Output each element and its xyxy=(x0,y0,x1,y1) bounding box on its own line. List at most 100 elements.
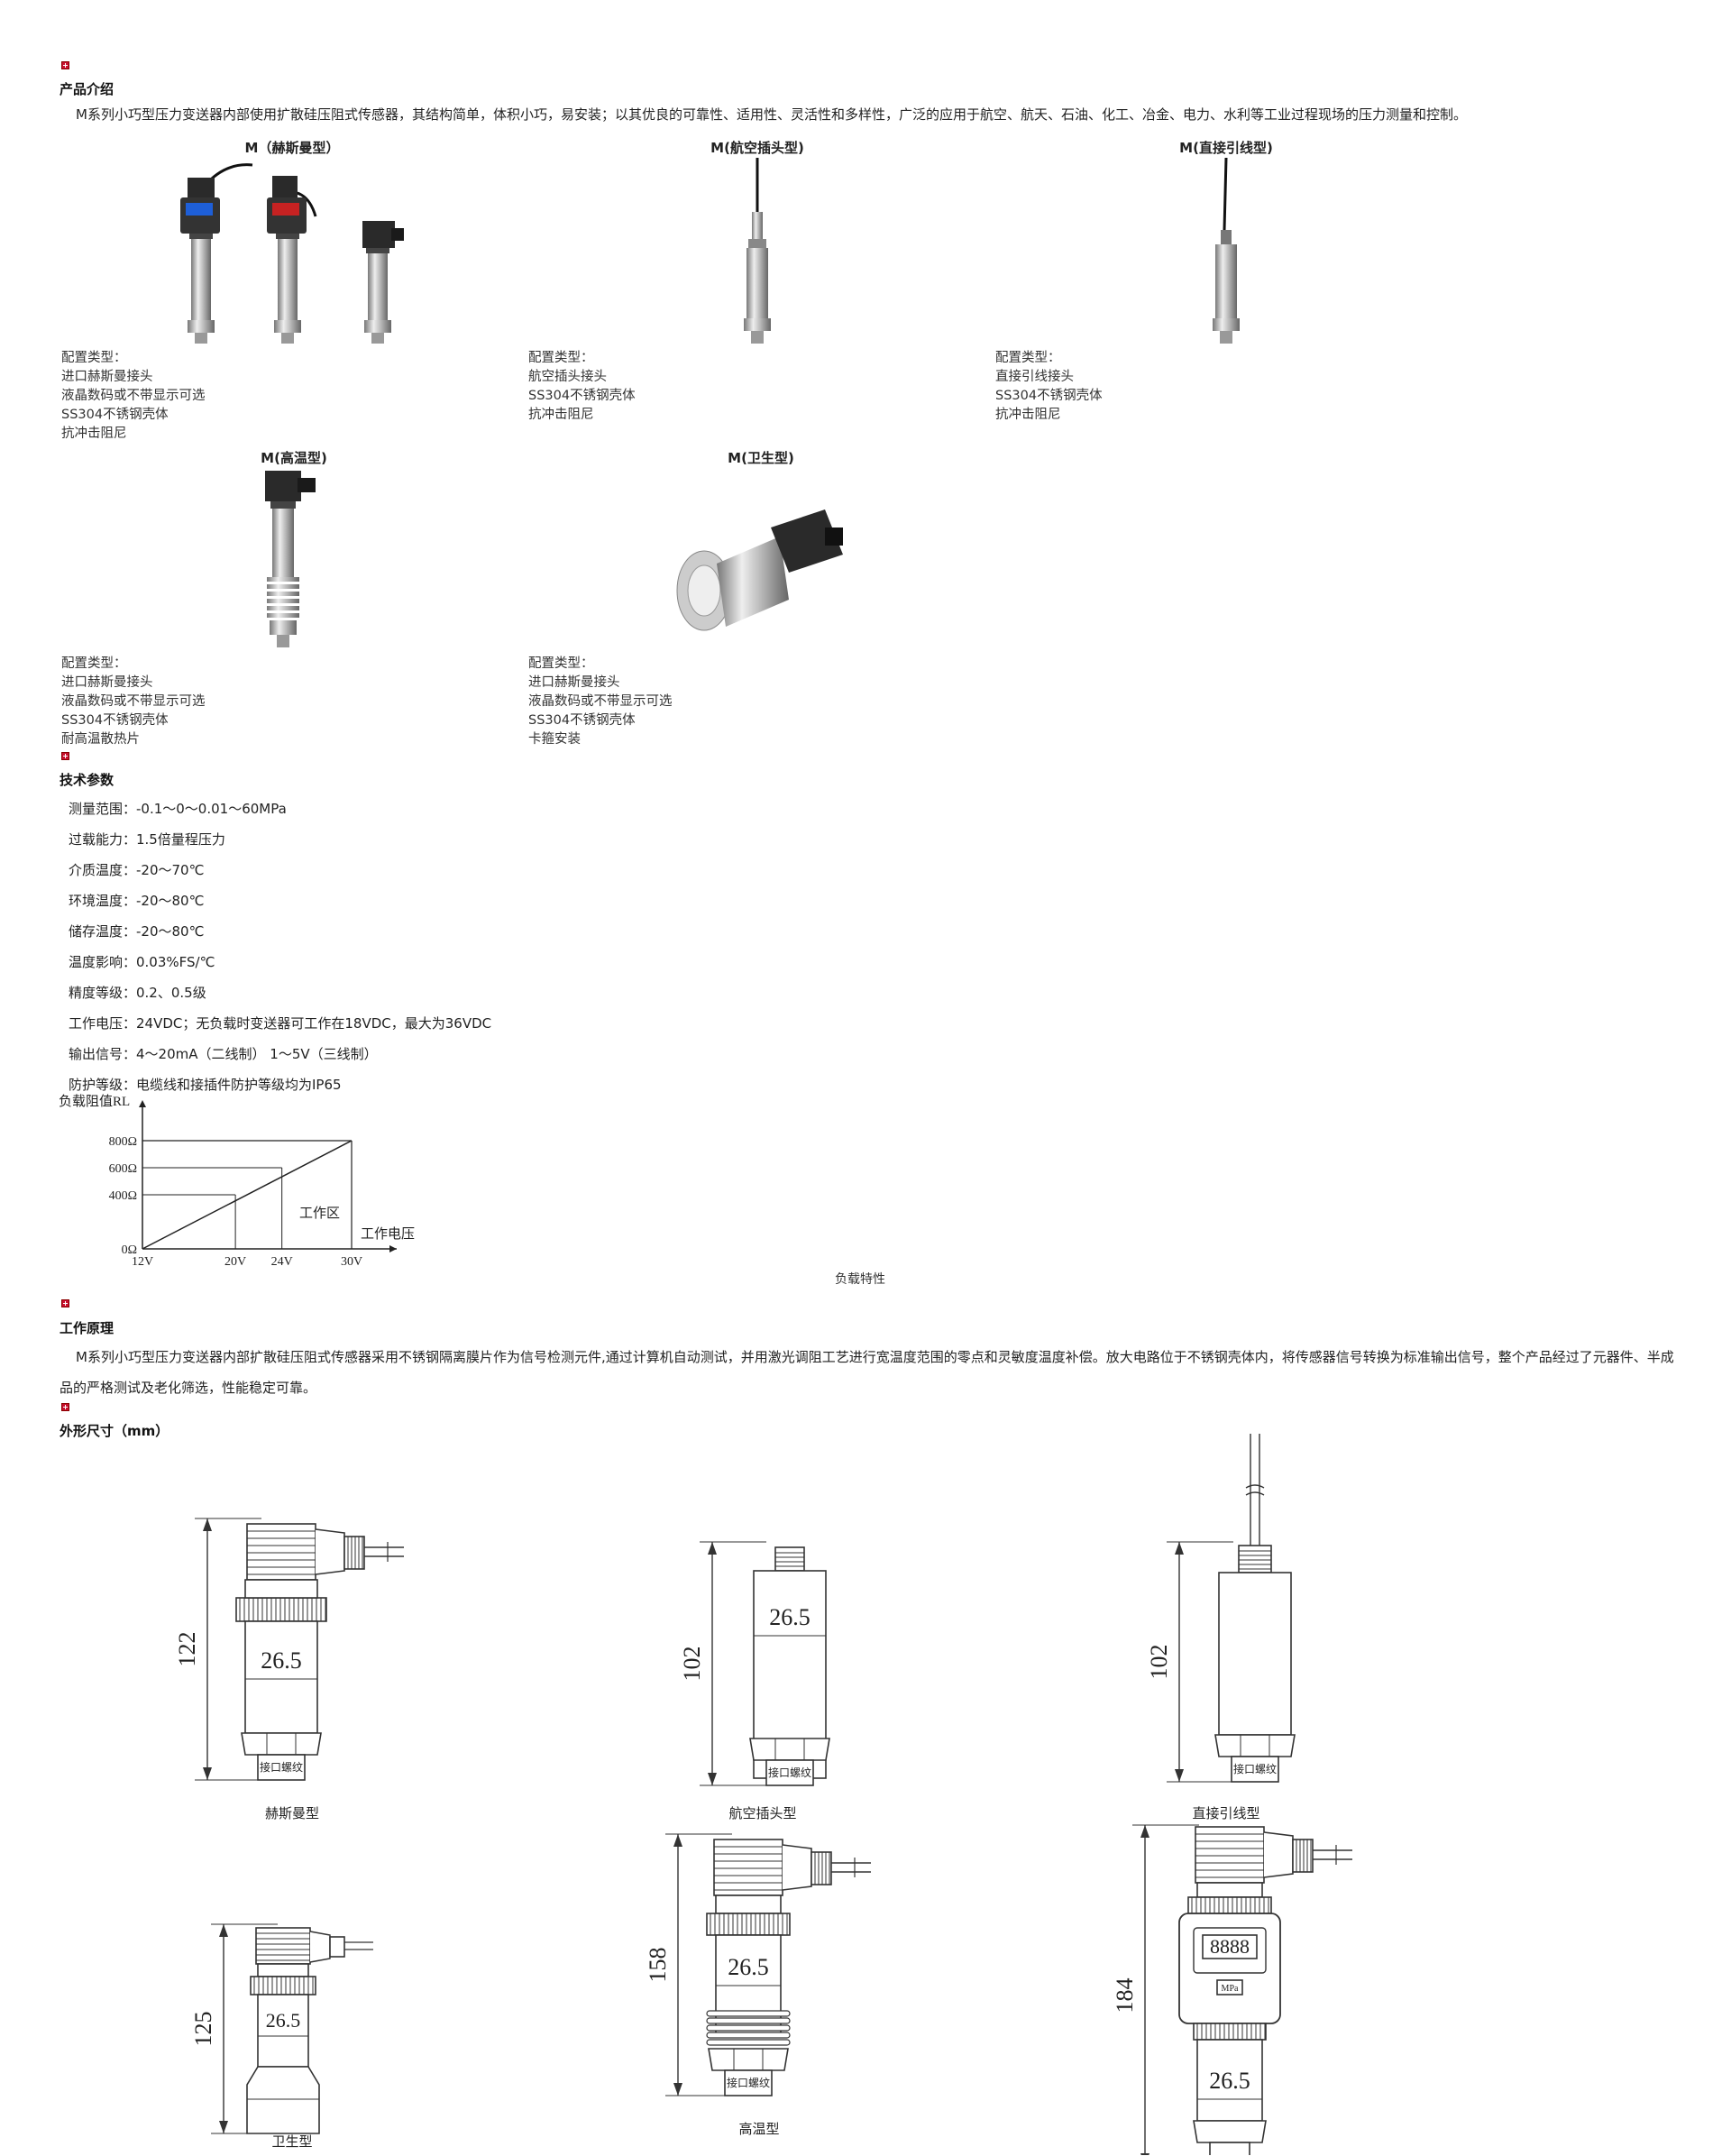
dimension-arrow xyxy=(1175,1542,1184,1555)
tech-param: 测量范围：-0.1～0～0.01～60MPa xyxy=(69,801,287,817)
section-marker-icon xyxy=(61,1403,69,1411)
chart-x-axis-label: 工作电压 xyxy=(361,1226,415,1242)
neck xyxy=(257,1963,309,1977)
thread-part xyxy=(1209,2142,1250,2155)
chart-load-line xyxy=(142,1140,353,1250)
tech-title: 技术参数 xyxy=(60,772,114,788)
product-title: M(直接引线型) xyxy=(1179,140,1273,156)
drawing-caption: 航空插头型 xyxy=(728,1806,796,1821)
tech-param: 储存温度：-20～80℃ xyxy=(69,923,205,940)
chart-region-label: 工作区 xyxy=(299,1206,340,1221)
section-marker-icon xyxy=(61,61,69,69)
thread-label: 接口螺纹 xyxy=(727,2076,770,2089)
heat-sink-fin xyxy=(706,2039,791,2046)
principle-title: 工作原理 xyxy=(60,1320,114,1336)
tech-param: 温度影响：0.03%FS/℃ xyxy=(69,954,215,970)
dimension-arrow xyxy=(1140,2153,1149,2155)
dimension-arrow xyxy=(219,1924,228,1937)
product-specs: 配置类型： 进口赫斯曼接头 液晶数码或不带显示可选 SS304不锈钢壳体 卡箍安… xyxy=(528,656,673,747)
cable-break xyxy=(1245,1484,1265,1489)
dimension-height-label: 125 xyxy=(190,2012,216,2047)
cable-gland xyxy=(329,1936,345,1958)
heat-sink-fin xyxy=(706,2032,791,2039)
product-photo-sanitary xyxy=(676,509,843,631)
heat-sink-fin xyxy=(706,2010,791,2017)
product-specs: 配置类型： 航空插头接头 SS304不锈钢壳体 抗冲击阻尼 xyxy=(528,351,636,422)
chart-caption: 负载特性 xyxy=(835,1272,885,1287)
dimension-arrow xyxy=(673,2083,682,2096)
dimension-height-label: 158 xyxy=(645,1948,671,1983)
heat-sink-fin xyxy=(706,2024,791,2032)
connector-side xyxy=(1263,1831,1294,1878)
dimension-arrow xyxy=(219,2121,228,2133)
heat-sink-fin xyxy=(706,2017,791,2024)
chart-y-tick-label: 400Ω xyxy=(109,1189,137,1203)
display-unit-label: MPa xyxy=(1222,1984,1239,1994)
main-body xyxy=(244,1620,318,1734)
clamp-flange xyxy=(246,2066,320,2134)
dimension-arrow xyxy=(708,1773,717,1785)
drawing-caption: 直接引线型 xyxy=(1192,1806,1259,1821)
dimension-diameter-label: 26.5 xyxy=(261,1647,302,1674)
section-marker-icon xyxy=(61,1299,69,1307)
neck xyxy=(1196,1882,1263,1898)
chart-x-tick-label: 30V xyxy=(341,1255,362,1269)
section-marker-icon xyxy=(61,752,69,760)
hex-nut xyxy=(1214,1734,1296,1757)
dimension-height-label: 122 xyxy=(174,1632,200,1667)
thread-part xyxy=(724,2069,773,2096)
hex-nut xyxy=(708,2048,789,2071)
dimension-diameter-label: 26.5 xyxy=(266,2009,301,2032)
dimension-arrow xyxy=(708,1542,717,1555)
chart-x-axis-arrow xyxy=(389,1245,397,1252)
thread-part xyxy=(765,1759,814,1786)
hex-nut xyxy=(1193,2120,1267,2143)
thread-part xyxy=(1231,1756,1279,1783)
drawing-caption: 卫生型 xyxy=(271,2134,312,2150)
dimension-arrow xyxy=(203,1518,212,1531)
dimension-diameter-label: 26.5 xyxy=(728,1954,769,1980)
plug-head xyxy=(774,1546,805,1572)
main-body xyxy=(1196,2039,1263,2122)
product-title: M(高温型) xyxy=(261,450,327,466)
tech-param: 环境温度：-20～80℃ xyxy=(69,893,205,909)
tech-param: 精度等级：0.2、0.5级 xyxy=(69,985,206,1001)
chart-y-tick-label: 800Ω xyxy=(109,1135,137,1149)
dimension-arrow xyxy=(1140,1825,1149,1838)
display-digits: 8888 xyxy=(1210,1935,1250,1958)
dimension-arrow xyxy=(1175,1769,1184,1782)
thread-label: 接口螺纹 xyxy=(768,1766,811,1779)
tech-param: 介质温度：-20～70℃ xyxy=(69,862,205,878)
chart-x-tick-label: 12V xyxy=(132,1255,153,1269)
drawing-sanitary: 26.5 125 卫生型 xyxy=(190,1923,373,2150)
neck xyxy=(715,1895,782,1914)
knurl-ring xyxy=(235,1597,327,1622)
connector-body xyxy=(255,1927,311,1965)
tech-param: 防护等级：电缆线和接插件防护等级均为IP65 xyxy=(69,1077,342,1093)
product-title: M（赫斯曼型） xyxy=(244,140,340,156)
knurl-ring xyxy=(706,1913,791,1936)
thread-label: 接口螺纹 xyxy=(1233,1762,1277,1775)
thread-part xyxy=(257,1754,306,1781)
display-unit-box xyxy=(1216,1979,1243,1995)
connector-body xyxy=(246,1523,316,1581)
cable-break xyxy=(1245,1491,1265,1496)
cable-gland xyxy=(343,1536,365,1570)
chart-x-tick-label: 20V xyxy=(224,1255,246,1269)
product-specs: 配置类型： 进口赫斯曼接头 液晶数码或不带显示可选 SS304不锈钢壳体 耐高温… xyxy=(61,656,206,747)
chart-y-tick-label: 600Ω xyxy=(109,1162,137,1176)
thread-label: 接口螺纹 xyxy=(260,1760,303,1774)
hex-nut xyxy=(241,1732,322,1756)
drawing-caption: 高温型 xyxy=(738,2122,779,2137)
dimensions-title: 外形尺寸（mm） xyxy=(60,1423,169,1439)
product-photo-direct-cable xyxy=(1213,158,1240,344)
connector-side xyxy=(315,1528,345,1575)
dimension-height-label: 184 xyxy=(1112,1978,1138,2014)
tech-param: 输出信号：4～20mA（二线制） 1～5V（三线制） xyxy=(69,1046,378,1062)
cable-gland xyxy=(1238,1545,1272,1573)
product-title: M(航空插头型) xyxy=(710,140,804,156)
